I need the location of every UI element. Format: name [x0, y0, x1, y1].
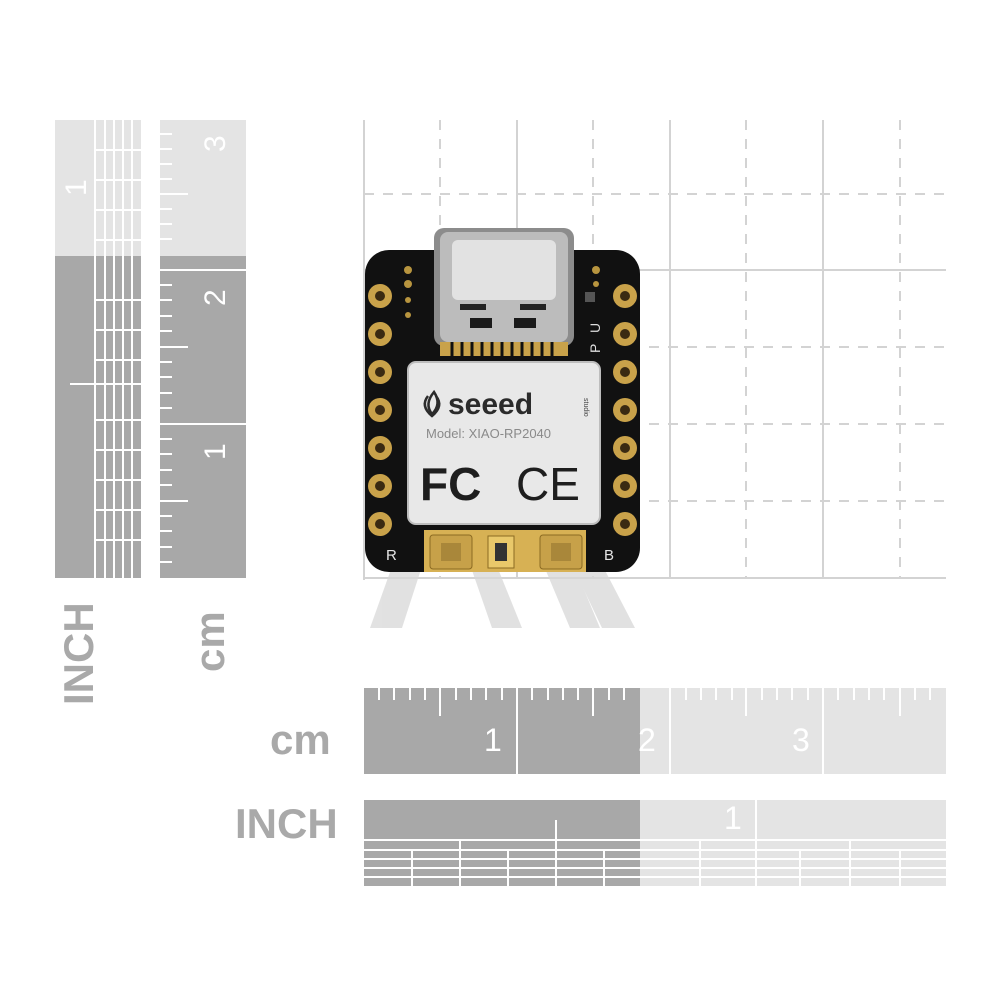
bottom-inch-label: INCH [235, 800, 338, 847]
label-power: P [587, 344, 603, 353]
xiao-rp2040-board: P U seeed studio Model: XIAO-RP2040 FC C… [365, 228, 640, 572]
left-cm-tick-2: 2 [199, 289, 232, 306]
label-user: U [587, 323, 603, 333]
left-inch-label: INCH [55, 602, 102, 705]
ce-mark: CE [516, 458, 580, 510]
left-cm-label: cm [186, 611, 233, 672]
right-castellated-pads [613, 284, 637, 536]
left-inch-ruler [55, 120, 141, 578]
left-cm-ruler [160, 120, 246, 578]
bottom-cm-tick-1: 1 [484, 722, 502, 758]
label-boot: B [604, 547, 614, 564]
usb-c-port [434, 228, 574, 356]
bottom-cm-tick-2: 2 [638, 722, 656, 758]
left-cm-tick-1: 1 [199, 443, 232, 460]
fcc-mark: FC [420, 458, 481, 510]
left-castellated-pads [368, 284, 392, 536]
brand-studio: studio [582, 398, 589, 417]
left-inch-tick-1: 1 [60, 179, 93, 196]
bottom-cm-tick-3: 3 [792, 722, 810, 758]
button-row [424, 530, 586, 572]
bottom-cm-label: cm [270, 716, 331, 763]
rf-shield: seeed studio Model: XIAO-RP2040 FC CE [407, 361, 601, 525]
seeed-logo-icon [423, 389, 441, 418]
left-cm-tick-3: 3 [199, 135, 232, 152]
measurement-grid [363, 120, 946, 580]
bottom-inch-ruler [364, 800, 946, 886]
label-reset: R [386, 547, 397, 564]
model-text: Model: XIAO-RP2040 [426, 426, 551, 441]
brand-seeed: seeed [448, 388, 533, 421]
bottom-inch-tick-1: 1 [724, 800, 742, 836]
bottom-cm-ruler [364, 688, 946, 774]
